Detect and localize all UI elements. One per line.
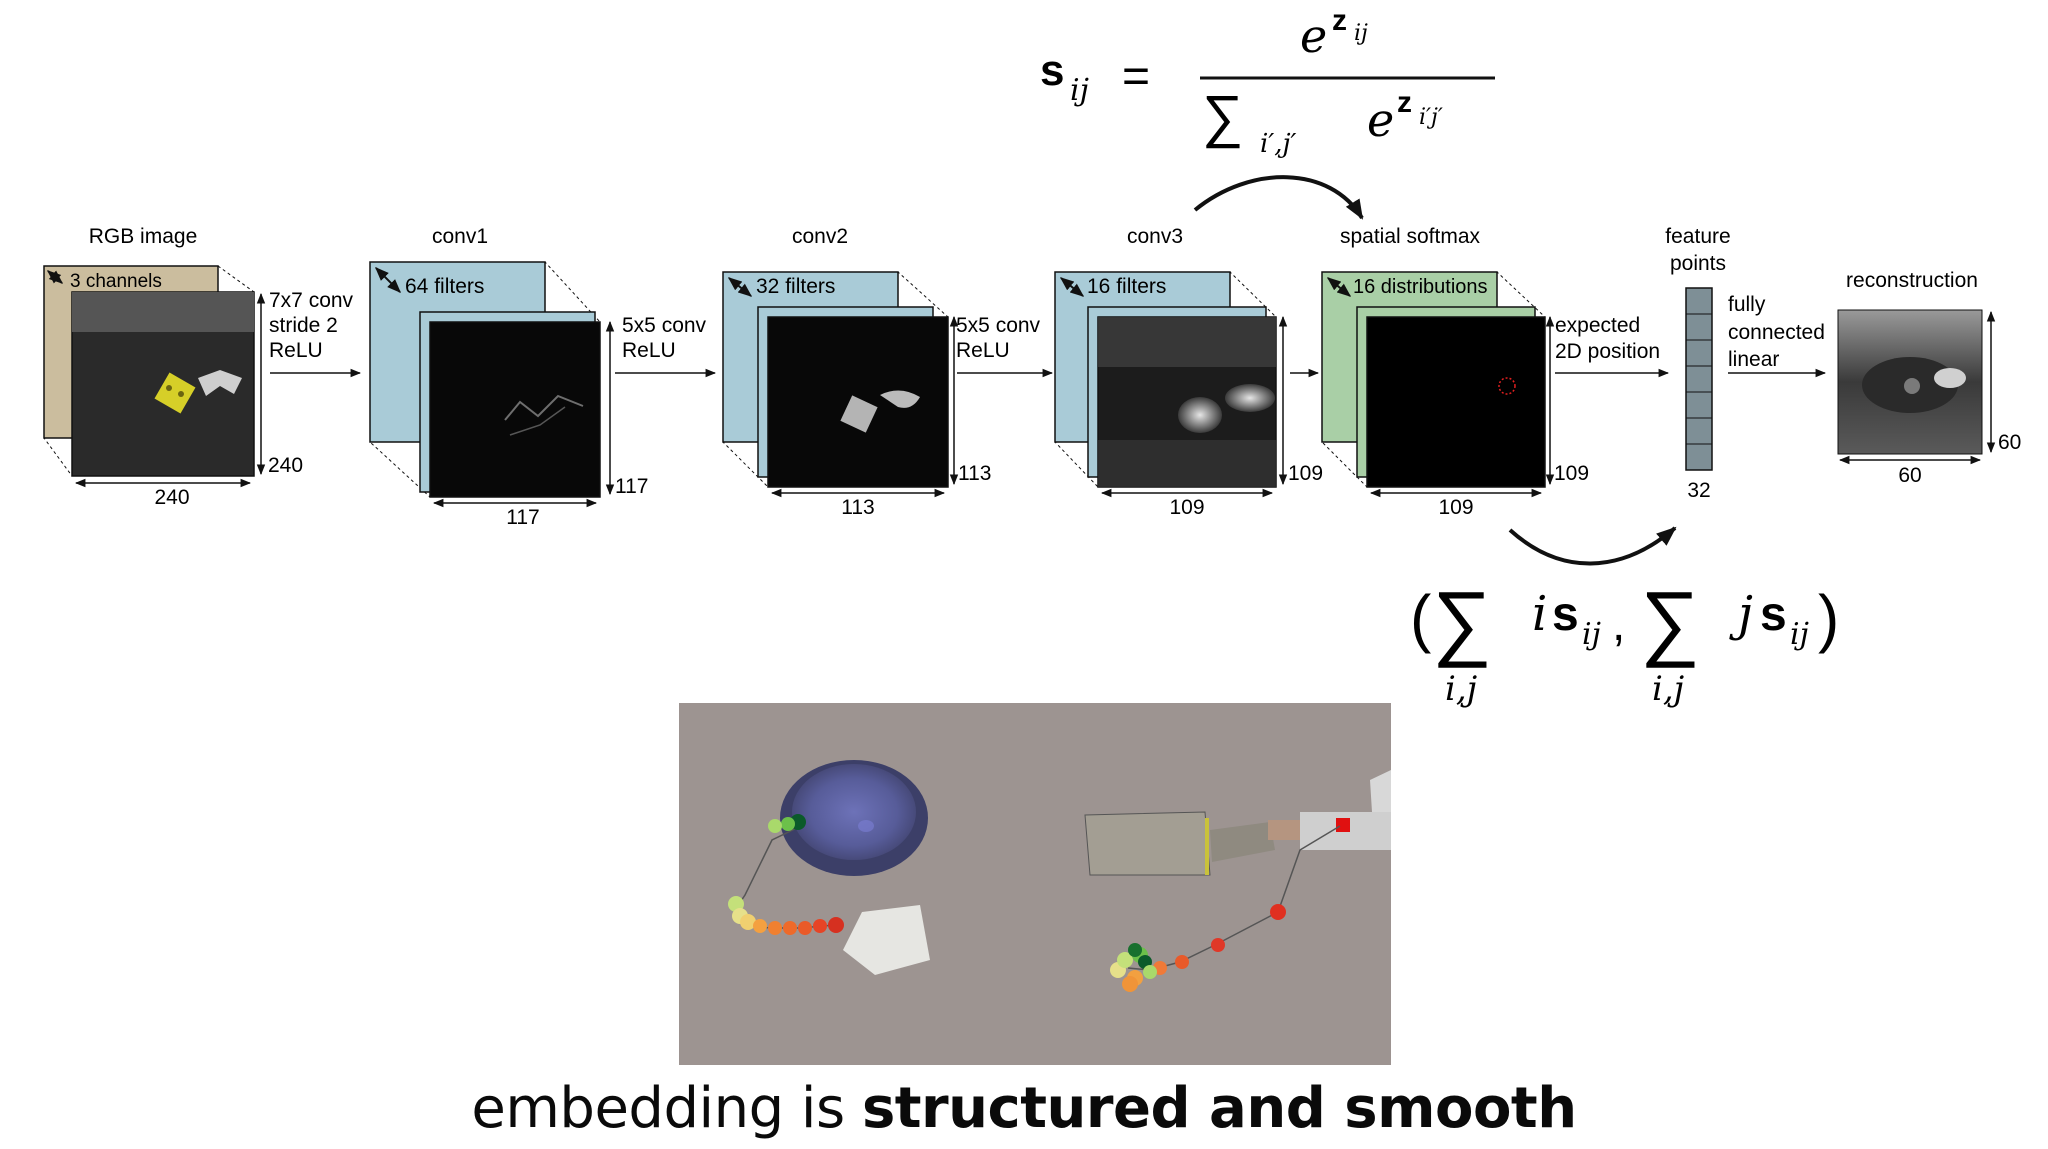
- op-fully-connected: fully connected linear: [1728, 293, 1827, 378]
- formula-equals: =: [1122, 50, 1150, 103]
- conv1-title: conv1: [432, 225, 488, 248]
- stage-feature-points: feature points 32: [1665, 225, 1730, 502]
- softmax-filters-label: 16 distributions: [1353, 276, 1488, 298]
- conv2-filters-label: 32 filters: [756, 275, 835, 298]
- formula-lhs-base: s: [1040, 46, 1064, 95]
- formula-den-sum: ∑: [1202, 84, 1243, 149]
- op-conv1: 7x7 conv stride 2 ReLU: [269, 289, 362, 378]
- formula2-term1-i: i: [1532, 586, 1547, 642]
- op3-line1: 5x5 conv: [956, 314, 1041, 337]
- softmax-formula: s ij = e z ij ∑ i′,j′ e z i′j′: [1040, 4, 1495, 159]
- formula-den-exp: z: [1397, 86, 1412, 119]
- op1-line1: 7x7 conv: [269, 289, 354, 312]
- formula2-close: ): [1818, 582, 1839, 654]
- stage-conv3: conv3 16 filters 109 109: [1054, 225, 1323, 519]
- stage-spatial-softmax: spatial softmax 16 distributions 109 109: [1321, 225, 1589, 519]
- caption-normal: embedding is: [471, 1076, 862, 1141]
- formula2-term1-s: s: [1552, 588, 1579, 641]
- formula-den-base: e: [1367, 93, 1394, 147]
- op6-line3: linear: [1728, 348, 1779, 371]
- op-conv3: 5x5 conv ReLU: [956, 314, 1054, 378]
- rgb-channels-label: 3 channels: [70, 271, 162, 292]
- formula-num-exp: z: [1332, 4, 1347, 37]
- softmax-height-label: 109: [1554, 462, 1589, 485]
- conv1-filters-label: 64 filters: [405, 275, 484, 298]
- white-block: [843, 905, 930, 975]
- robot-spatula: [1084, 770, 1391, 876]
- softmax-activation: [1366, 316, 1546, 488]
- formula2-under1: i,j: [1445, 669, 1478, 709]
- op2-line1: 5x5 conv: [622, 314, 707, 337]
- tabletop-background: [679, 703, 1391, 1065]
- op5-line2: 2D position: [1555, 340, 1660, 363]
- caption: embedding is structured and smooth: [0, 1076, 2048, 1141]
- formula2-open: (: [1410, 582, 1431, 654]
- rgb-height-label: 240: [268, 454, 303, 477]
- op2-line2: ReLU: [622, 339, 676, 362]
- conv3-width-label: 109: [1169, 496, 1204, 519]
- formula-num-exp-sub: ij: [1354, 21, 1368, 46]
- conv3-title: conv3: [1127, 225, 1183, 248]
- op6-line1: fully: [1728, 293, 1766, 316]
- feature-points-vector: [1685, 287, 1713, 471]
- conv2-title: conv2: [792, 225, 848, 248]
- feature-title-line1: feature: [1665, 225, 1730, 248]
- formula-num-base: e: [1300, 9, 1327, 63]
- formula2-term1-sub: ij: [1582, 617, 1601, 652]
- formula2-term2-j: j: [1729, 586, 1753, 642]
- recon-width-label: 60: [1898, 464, 1921, 487]
- feature-trajectory-photo: [679, 703, 1391, 1065]
- op6-line2: connected: [1728, 321, 1825, 344]
- formula-to-softmax-arrow: [1193, 175, 1364, 220]
- conv2-width-label: 113: [841, 496, 874, 519]
- softmax-width-label: 109: [1438, 496, 1473, 519]
- recon-title: reconstruction: [1846, 269, 1978, 292]
- caption-bold: structured and smooth: [861, 1076, 1577, 1141]
- rgb-width-label: 240: [154, 486, 189, 509]
- formula2-term2-sub: ij: [1790, 617, 1809, 652]
- formula-den-sub: i′,j′: [1260, 129, 1297, 159]
- op3-line2: ReLU: [956, 339, 1010, 362]
- op1-line3: ReLU: [269, 339, 323, 362]
- stage-conv1: conv1 64 filters 117 117: [369, 225, 648, 529]
- conv3-height-label: 109: [1288, 462, 1323, 485]
- stage-reconstruction: reconstruction 60 60: [1837, 269, 2021, 487]
- op-expected-position: expected 2D position: [1555, 314, 1670, 378]
- formula2-sum1: ∑: [1432, 574, 1492, 668]
- feature-size-label: 32: [1687, 479, 1710, 502]
- feature-title-line2: points: [1670, 252, 1726, 275]
- expected-position-formula: ( ∑ i s ij , ∑ j s ij ) i,j i,j: [1410, 574, 1839, 709]
- formula2-term2-s: s: [1760, 588, 1787, 641]
- conv3-filters-label: 16 filters: [1087, 275, 1166, 298]
- stage-conv2: conv2 32 filters 113 113: [722, 225, 991, 519]
- softmax-title: spatial softmax: [1340, 225, 1481, 248]
- conv2-height-label: 113: [958, 462, 991, 485]
- expected-position-marker: [1498, 377, 1516, 395]
- conv1-width-label: 117: [506, 506, 539, 529]
- formula-den-exp-sub: i′j′: [1419, 105, 1443, 130]
- formula2-under2: i,j: [1652, 669, 1685, 709]
- softmax-to-features-arrow: [1508, 526, 1677, 566]
- formula2-comma: ,: [1612, 598, 1625, 651]
- rgb-title: RGB image: [89, 225, 198, 248]
- stage-rgb-image: RGB image 3 channels 240 240: [43, 225, 303, 509]
- recon-height-label: 60: [1998, 431, 2021, 454]
- op1-line2: stride 2: [269, 314, 338, 337]
- formula2-sum2: ∑: [1640, 574, 1700, 668]
- conv1-height-label: 117: [615, 475, 648, 498]
- op-conv2: 5x5 conv ReLU: [615, 314, 717, 378]
- formula-lhs-sub: ij: [1070, 73, 1089, 108]
- op5-line1: expected: [1555, 314, 1640, 337]
